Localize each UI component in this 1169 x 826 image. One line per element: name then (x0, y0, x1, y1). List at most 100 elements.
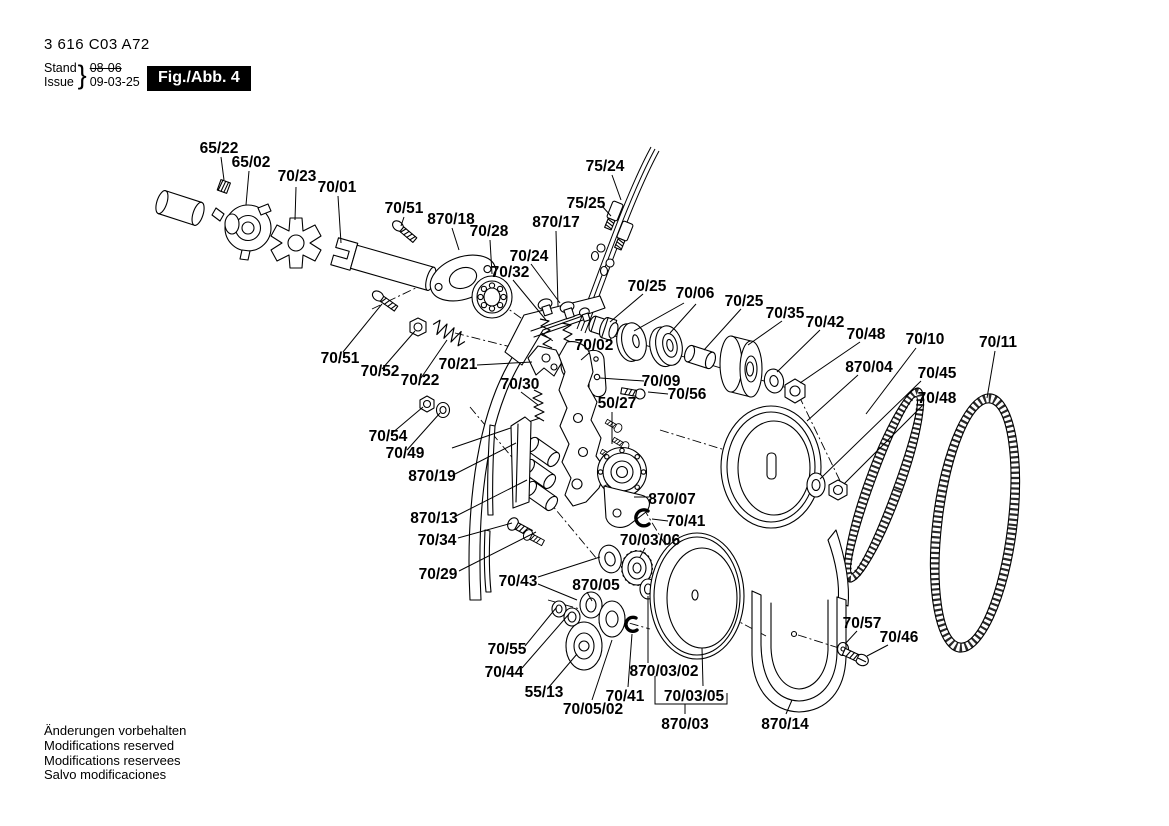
washer-70-55 (551, 600, 567, 618)
part-label-70-10: 70/10 (906, 331, 945, 348)
part-label-870-19: 870/19 (408, 468, 456, 485)
washer-70-49 (435, 401, 451, 419)
bearing-70-28 (471, 275, 513, 319)
part-label-70-25-b: 70/25 (725, 293, 764, 310)
part-label-70-29: 70/29 (419, 566, 458, 583)
plug-70-25-a (588, 315, 619, 341)
part-label-70-24: 70/24 (510, 248, 549, 265)
guard-870-14 (751, 529, 849, 713)
plunger-spring-1 (539, 318, 553, 349)
part-label-70-51-a: 70/51 (385, 200, 424, 217)
part-label-70-41-b: 70/41 (606, 688, 645, 705)
center-assembly (451, 295, 646, 601)
plunger-3 (578, 307, 591, 323)
nut-70-48-b (828, 479, 848, 501)
spacer-row (588, 315, 806, 404)
part-label-870-05: 870/05 (572, 577, 620, 594)
part-label-870-04: 870/04 (845, 359, 893, 376)
cable-nipple-2 (605, 258, 615, 268)
leader-lines (220, 156, 996, 715)
part-label-70-46: 70/46 (880, 629, 919, 646)
part-label-70-57: 70/57 (843, 615, 882, 632)
belt-70-10 (843, 387, 925, 583)
legal-line-de: Änderungen vorbehalten (44, 723, 187, 738)
bracket-plate-870-19 (510, 416, 532, 509)
pivot-plate-70-09 (588, 349, 607, 398)
belt-70-11 (929, 393, 1021, 653)
part-label-70-42: 70/42 (806, 314, 845, 331)
part-label-70-52: 70/52 (361, 363, 400, 380)
part-label-70-48-b: 70/48 (918, 390, 957, 407)
part-label-70-45: 70/45 (918, 365, 957, 382)
part-label-70-03-06: 70/03/06 (620, 532, 681, 549)
part-label-870-14: 870/14 (761, 716, 809, 733)
part-label-870-13: 870/13 (410, 510, 458, 527)
part-label-70-43: 70/43 (499, 573, 538, 590)
part-label-70-03-05: 70/03/05 (664, 688, 725, 705)
part-label-70-23: 70/23 (278, 168, 317, 185)
revision-brace: } (77, 59, 87, 90)
part-label-75-24: 75/24 (586, 158, 625, 175)
part-label-70-49: 70/49 (386, 445, 425, 462)
part-label-75-25: 75/25 (567, 195, 606, 212)
part-label-70-22: 70/22 (401, 372, 440, 389)
nut-70-54 (419, 395, 435, 413)
carrier-bracket (558, 341, 607, 507)
screw-70-56 (620, 387, 646, 400)
part-label-70-44: 70/44 (485, 664, 524, 681)
part-label-70-48-a: 70/48 (847, 326, 886, 343)
part-label-70-30: 70/30 (501, 376, 540, 393)
coupling-65-02 (211, 203, 272, 261)
cable-end-2 (614, 220, 634, 251)
part-label-70-25-a: 70/25 (628, 278, 667, 295)
part-label-70-28: 70/28 (470, 223, 509, 240)
part-label-70-55: 70/55 (488, 641, 527, 658)
pulley-870-03 (649, 532, 745, 660)
document-number: 3 616 C03 A72 (44, 36, 150, 53)
part-labels: 65/22 65/02 70/23 70/01 70/51 870/18 70/… (200, 140, 1018, 733)
spring-70-22 (432, 319, 466, 347)
screw-70-46 (841, 647, 869, 667)
screw-70-51-top (392, 220, 418, 243)
star-coupling-70-23 (270, 217, 322, 269)
part-label-70-34: 70/34 (418, 532, 457, 549)
part-label-70-05-02: 70/05/02 (563, 701, 623, 718)
part-label-870-03: 870/03 (661, 716, 709, 733)
part-label-70-35: 70/35 (766, 305, 805, 322)
side-plate (468, 335, 537, 601)
bottom-cluster (551, 532, 745, 671)
part-label-70-21: 70/21 (439, 356, 478, 373)
legal-notice: Änderungen vorbehalten Modifications res… (44, 723, 187, 783)
ring-70-44 (563, 607, 581, 627)
legal-line-en: Modifications reserved (44, 737, 175, 753)
gear-55-13 (565, 621, 603, 671)
revision-block: Stand Issue } 08-06 09-03-25 (44, 61, 140, 89)
part-label-70-54: 70/54 (369, 428, 408, 445)
pulley-70-35 (719, 335, 763, 398)
old-date: 08-06 (89, 61, 122, 75)
issue-label: Issue (44, 75, 74, 89)
part-label-50-27: 50/27 (598, 395, 637, 412)
plain-cylinder (155, 190, 205, 226)
disc-70-06-a (616, 322, 647, 362)
part-label-70-32: 70/32 (491, 264, 530, 281)
part-label-70-06: 70/06 (676, 285, 715, 302)
disc-70-06-b (649, 325, 683, 368)
gear-70-03-06 (621, 550, 653, 586)
part-label-70-09: 70/09 (642, 373, 681, 390)
nut-70-48-a (784, 378, 806, 404)
cable-nipple-1 (596, 243, 606, 253)
part-label-65-22: 65/22 (200, 140, 239, 157)
issue-date: 09-03-25 (89, 75, 140, 89)
latch-70-21 (527, 345, 563, 377)
washer-70-42 (763, 368, 785, 394)
part-label-870-18: 870/18 (427, 211, 475, 228)
pin-65-22 (216, 179, 231, 194)
pulley-870-04 (720, 405, 822, 529)
part-label-70-41-a: 70/41 (667, 513, 706, 530)
group-bracket-870-03 (654, 676, 728, 714)
part-label-70-02: 70/02 (575, 337, 614, 354)
part-label-65-02: 65/02 (232, 154, 271, 171)
